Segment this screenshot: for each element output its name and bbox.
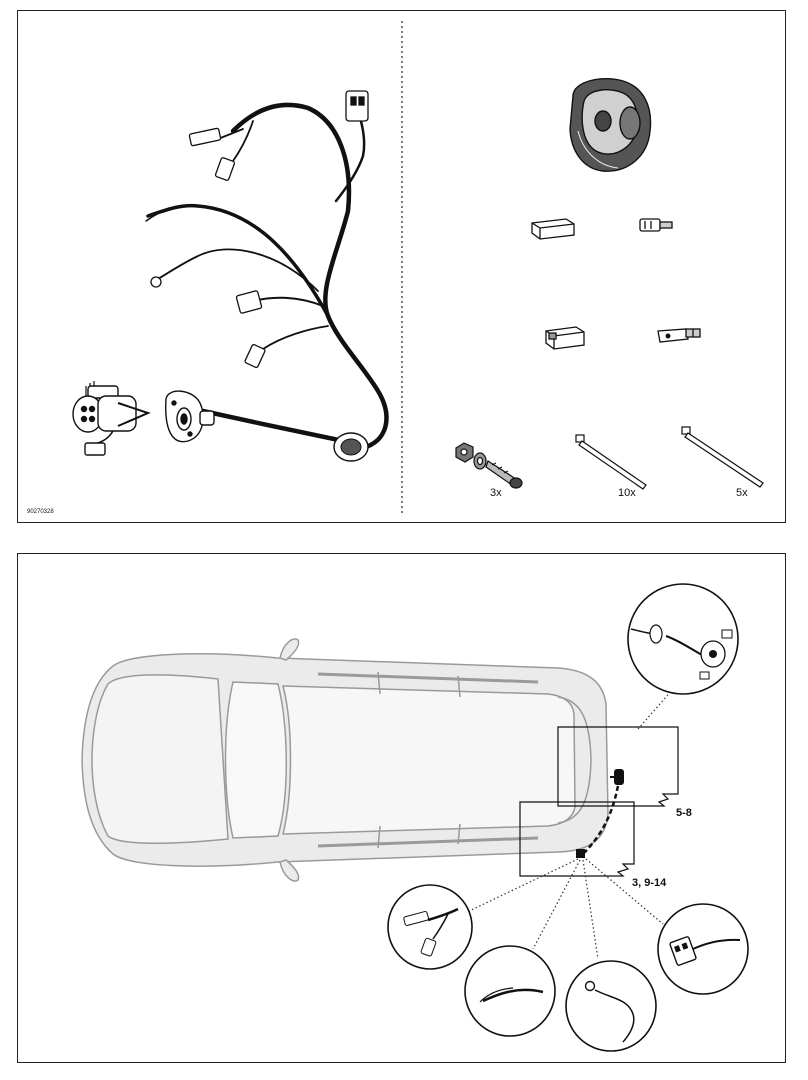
connector-area-box — [519, 801, 635, 877]
harness-branch-ring — [157, 248, 319, 292]
rear-window — [557, 696, 592, 824]
cable-tie-large-quantity: 5x — [736, 487, 748, 499]
mirror-right — [279, 859, 300, 882]
roof-rail-bottom — [317, 836, 539, 848]
harness-branch-mid — [252, 296, 324, 307]
connector-block-part — [545, 326, 585, 350]
detail-ring-terminal-circle — [565, 960, 657, 1052]
detail-connectors-circle — [387, 884, 473, 970]
socket-area-box — [557, 726, 679, 807]
connector-top-right — [345, 90, 369, 122]
cable-tie-small-quantity: 10x — [618, 487, 636, 499]
installation-illustration: 5-8 3, 9-14 — [81, 583, 749, 1052]
car-hood-line — [91, 674, 229, 845]
connector-top-left-1 — [188, 127, 222, 147]
detail-socket-circle — [627, 583, 739, 695]
harness-branch-topleft — [217, 128, 244, 140]
mounting-plate — [165, 390, 215, 443]
harness-main-loop — [230, 102, 389, 451]
harness-branch-topleft-2 — [232, 120, 254, 162]
socket-cover-part — [569, 78, 652, 172]
harness-branch-low — [262, 325, 329, 350]
car-top-view — [81, 638, 609, 882]
ring-terminal — [150, 276, 162, 288]
detail-plug-circle — [657, 903, 749, 995]
document-code: 90270328 — [27, 509, 54, 515]
spare-connectors — [531, 218, 701, 350]
socket-marker — [614, 769, 624, 785]
connector-housing-part — [531, 218, 575, 240]
roof-rail-top — [317, 672, 539, 684]
mirror-left — [279, 638, 300, 661]
connector-mid — [235, 290, 263, 314]
flat-terminal-part — [639, 218, 673, 232]
leader-lines — [462, 688, 674, 960]
range-label-socket: 5-8 — [676, 807, 692, 819]
harness-grommet — [333, 432, 369, 462]
callout-boxes — [519, 726, 679, 877]
harness-branch-top — [334, 109, 366, 203]
windshield — [224, 681, 288, 839]
screw-set-part — [455, 442, 523, 489]
harness-trunk — [200, 408, 356, 446]
kit-contents-panel: 90270328 — [17, 10, 786, 523]
harness-wire-thin-1 — [145, 204, 199, 222]
harness-connectors — [150, 90, 369, 369]
installation-panel: 5-8 3, 9-14 — [17, 553, 786, 1063]
cable-tie-large-part — [681, 426, 764, 488]
cable-tie-small-part — [575, 434, 647, 490]
roof-panel — [282, 685, 576, 835]
socket-assembly — [72, 381, 151, 456]
blade-terminal-part — [657, 328, 701, 343]
harness-route — [576, 769, 624, 858]
socket-small-plug — [84, 442, 106, 456]
detail-wire-circle — [464, 945, 556, 1037]
connector-top-left-2 — [214, 157, 236, 181]
kit-contents-illustration: 90270328 — [27, 21, 764, 516]
connector-low — [244, 343, 266, 369]
connector-marker — [576, 849, 585, 858]
range-label-connectors: 3, 9-14 — [632, 877, 667, 889]
screw-quantity: 3x — [490, 487, 502, 499]
